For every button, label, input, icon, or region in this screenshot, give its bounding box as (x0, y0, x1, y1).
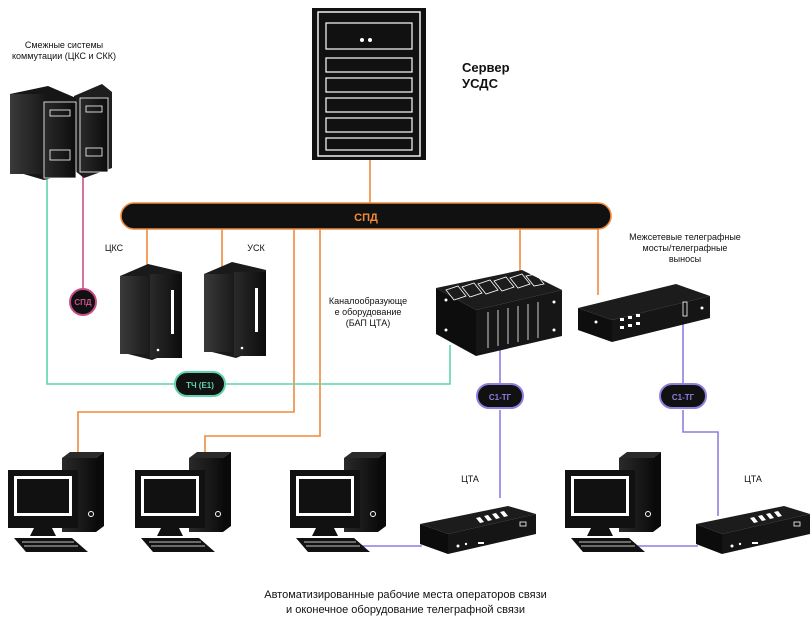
c1tg-badge-2: С1-ТГ (659, 383, 707, 409)
spd-bus-label: СПД (354, 212, 378, 224)
gateway-device-icon (578, 284, 710, 342)
gateways-label: Межсетевые телеграфные мосты/телеграфные… (629, 232, 741, 264)
link-bus-workstation-2 (204, 228, 321, 460)
cta-label-2: ЦТА (744, 474, 762, 484)
tch-e1-badge: ТЧ (Е1) (174, 371, 226, 397)
channel-equipment-label: Каналообразующе е оборудование (БАП ЦТА) (328, 296, 408, 328)
usk-server-icon (204, 262, 266, 358)
workstation-2-icon (135, 452, 231, 552)
workstation-1-icon (8, 452, 104, 552)
cta-label-1: ЦТА (461, 474, 479, 484)
spd-node-badge: СПД (69, 288, 97, 316)
c1tg-label-2: С1-ТГ (672, 393, 695, 402)
workstation-3-icon (290, 452, 386, 552)
bottom-caption: Автоматизированные рабочие места операто… (264, 589, 547, 616)
c1tg-label-1: С1-ТГ (489, 393, 512, 402)
adjacent-systems-label: Смежные системы коммутации (ЦКС и СКК) (11, 40, 117, 61)
c1tg-badge-1: С1-ТГ (476, 383, 524, 409)
link-bus-workstation-1 (77, 228, 295, 460)
tch-e1-label: ТЧ (Е1) (186, 381, 214, 390)
spd-bus: СПД (120, 202, 612, 230)
server-rack-icon (312, 8, 426, 160)
cks-label: ЦКС (104, 243, 124, 253)
usk-label: УСК (247, 243, 265, 253)
channel-equipment-icon (436, 270, 562, 356)
link-purple-c1tg2-cta2 (682, 410, 719, 516)
server-label: Сервер УСДС (462, 60, 510, 91)
cks-server-icon (120, 264, 182, 360)
link-green-tch-channel (222, 345, 451, 385)
cta-terminal-2-icon (696, 506, 810, 554)
cta-terminal-1-icon (420, 506, 536, 554)
adjacent-servers-icon (10, 84, 112, 180)
links (46, 160, 719, 547)
workstation-4-icon (565, 452, 661, 552)
spd-node-label: СПД (74, 298, 92, 307)
link-green-adjacent-tch (46, 178, 178, 385)
